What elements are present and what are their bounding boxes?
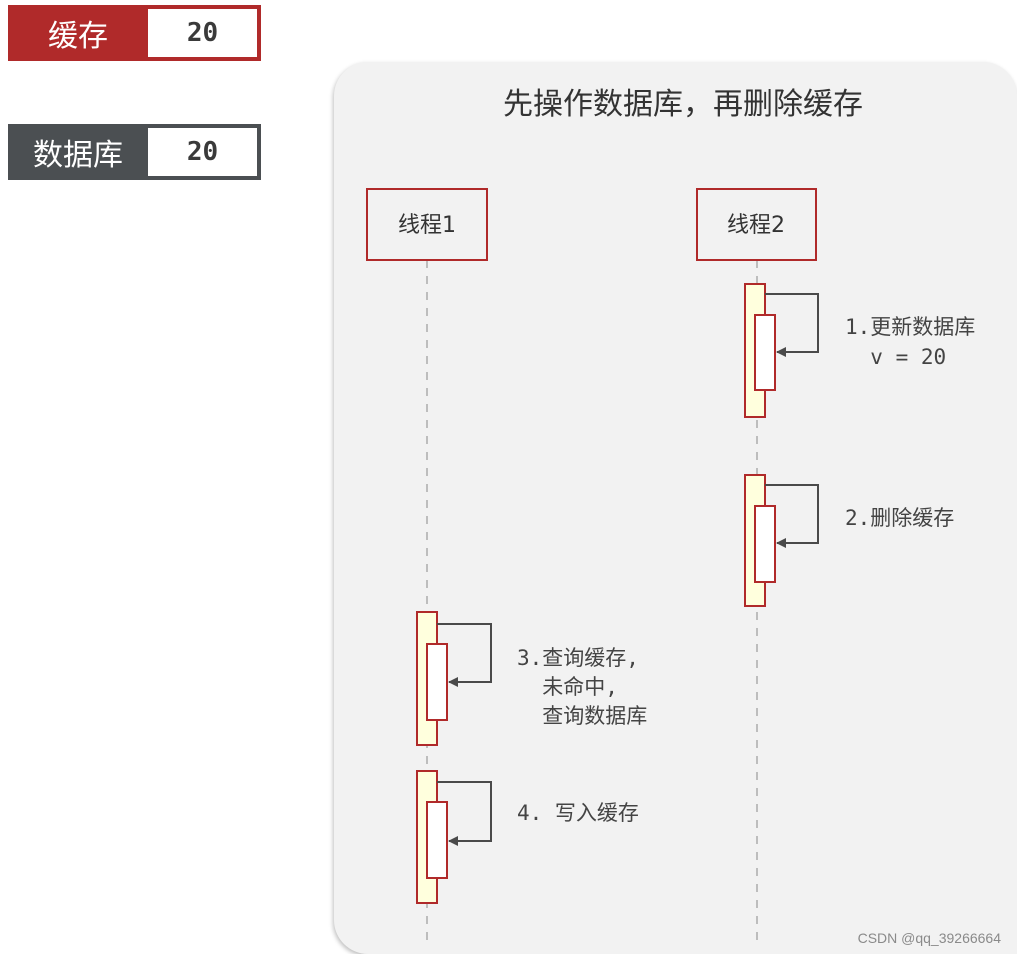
cache-value-box: 缓存 20: [8, 5, 261, 61]
step-2-activation: [744, 474, 776, 607]
step-1-activation: [744, 283, 776, 418]
step-4-label: 4. 写入缓存: [517, 801, 639, 825]
step-3-self-arrow: [437, 623, 492, 687]
participant-thread1-label: 线程1: [398, 213, 456, 238]
step-3-label: 3.查询缓存, 未命中, 查询数据库: [517, 646, 652, 728]
step-4-self-arrow: [437, 781, 492, 846]
diagram-title: 先操作数据库，再删除缓存: [503, 87, 863, 122]
database-label: 数据库: [33, 138, 123, 173]
step-1-self-arrow: [765, 293, 819, 357]
step-1-label: 1.更新数据库 v = 20: [845, 315, 988, 369]
sequence-diagram-panel: 先操作数据库，再删除缓存 线程1 线程2 1.更新数据库 v = 20: [334, 62, 1017, 954]
cache-label: 缓存: [48, 19, 108, 54]
participant-thread2-label: 线程2: [727, 213, 785, 238]
database-value-box: 数据库 20: [8, 124, 261, 180]
step-2-label: 2.删除缓存: [845, 506, 954, 530]
step-4-activation: [416, 770, 448, 904]
participant-thread1: 线程1: [366, 188, 488, 261]
watermark: CSDN @qq_39266664: [857, 930, 1001, 946]
sequence-diagram: 先操作数据库，再删除缓存 线程1 线程2 1.更新数据库 v = 20: [366, 87, 988, 942]
database-value: 20: [148, 128, 257, 176]
step-3-activation: [416, 611, 448, 746]
step-2-self-arrow: [765, 484, 819, 548]
cache-value: 20: [148, 9, 257, 57]
participant-thread2: 线程2: [696, 188, 817, 261]
